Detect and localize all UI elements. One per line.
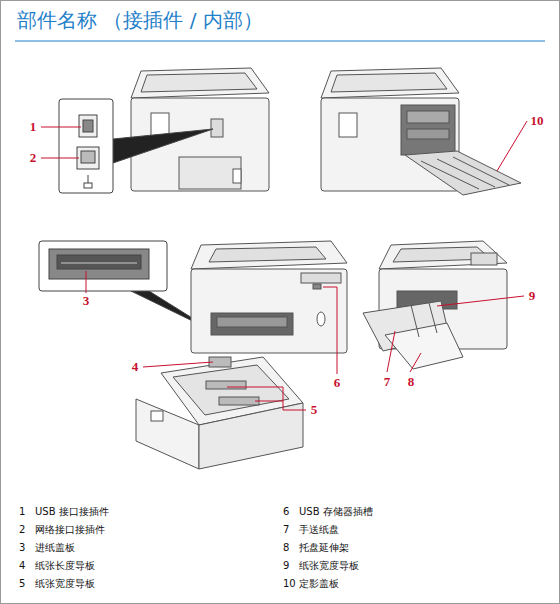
connector-inset xyxy=(59,99,213,193)
printer-rear-open xyxy=(401,105,455,155)
feed-cover-inset xyxy=(49,249,149,279)
connector-inset xyxy=(59,99,113,193)
paper-tray xyxy=(219,397,259,405)
connector-inset xyxy=(88,175,89,183)
printer-front xyxy=(317,312,325,326)
printer-front xyxy=(191,269,347,353)
paper-tray xyxy=(136,357,303,469)
leader-line xyxy=(387,331,395,372)
list-number: 10 xyxy=(283,578,296,589)
part-name: 纸张宽度导板 xyxy=(299,560,359,571)
part-name: 纸张长度导板 xyxy=(35,560,95,571)
leader-line xyxy=(143,362,213,367)
printer-rear xyxy=(233,169,241,183)
paper-tray xyxy=(206,381,246,389)
printer-mp-tray xyxy=(385,323,463,369)
leader-line xyxy=(255,401,283,402)
connector-inset xyxy=(77,147,99,169)
leader-line xyxy=(41,158,79,159)
connector-inset xyxy=(79,115,97,137)
part-name: 定影盖板 xyxy=(299,578,339,589)
printer-mp-tray xyxy=(363,241,507,369)
part-name: USB 接口接插件 xyxy=(35,506,109,517)
callout-number: 5 xyxy=(311,403,318,417)
part-name: 手送纸盘 xyxy=(299,524,339,535)
callout-number: 3 xyxy=(83,294,90,308)
printer-rear-open xyxy=(321,68,521,195)
printer-mp-tray xyxy=(429,303,437,333)
printer-rear xyxy=(179,157,241,189)
printer-rear xyxy=(211,119,223,137)
printer-rear-open xyxy=(321,68,459,98)
paper-tray xyxy=(136,399,199,469)
callout-number: 8 xyxy=(408,375,415,389)
connector-inset xyxy=(81,151,95,163)
leader-line xyxy=(227,387,306,410)
list-number: 4 xyxy=(19,560,25,571)
printer-mp-tray xyxy=(411,305,419,337)
part-name: 托盘延伸架 xyxy=(299,542,349,553)
connector-inset xyxy=(84,183,92,188)
printer-rear-open xyxy=(407,111,449,123)
printer-rear-open xyxy=(331,73,447,92)
printer-front xyxy=(191,241,347,353)
title-rule xyxy=(15,41,545,42)
list-number: 3 xyxy=(19,542,25,553)
part-name: USB 存储器插槽 xyxy=(299,506,373,517)
list-number: 1 xyxy=(19,506,25,517)
leader-line xyxy=(41,127,81,128)
printer-rear-open xyxy=(339,113,357,137)
callout-number: 9 xyxy=(529,289,536,303)
paper-tray xyxy=(199,403,303,469)
printer-rear-open xyxy=(407,129,449,139)
leader-line xyxy=(497,121,527,171)
callout-number: 6 xyxy=(334,376,341,390)
printer-front xyxy=(217,317,287,327)
callout-number: 1 xyxy=(30,120,37,134)
feed-cover-inset xyxy=(57,255,141,269)
printer-front xyxy=(301,273,341,283)
paper-tray xyxy=(173,365,289,415)
feed-cover-inset xyxy=(39,241,213,331)
printer-rear xyxy=(131,68,269,98)
feed-cover-inset xyxy=(61,263,137,264)
leader-line xyxy=(437,296,524,306)
printer-rear-open xyxy=(453,157,509,185)
leader-line xyxy=(323,287,337,374)
printer-rear-open xyxy=(405,151,521,195)
printer-rear xyxy=(141,73,257,92)
list-number: 9 xyxy=(283,560,289,571)
connector-inset xyxy=(83,120,93,132)
leader-line xyxy=(41,121,527,410)
printer-front xyxy=(191,241,347,269)
part-name: 纸张宽度导板 xyxy=(35,578,95,589)
list-number: 6 xyxy=(283,506,289,517)
feed-cover-inset xyxy=(39,241,167,291)
paper-tray xyxy=(151,411,163,421)
printer-mp-tray xyxy=(379,241,507,269)
printer-front xyxy=(211,313,293,335)
callout-number: 10 xyxy=(531,114,544,128)
printer-mp-tray xyxy=(471,253,497,265)
title-rule xyxy=(15,41,545,42)
list-number: 5 xyxy=(19,578,25,589)
callout-number: 4 xyxy=(132,360,139,374)
part-name: 网络接口接插件 xyxy=(35,524,105,535)
leader-line xyxy=(86,271,87,293)
connector-inset xyxy=(113,129,213,163)
leader-line xyxy=(410,353,421,372)
callout-number: 2 xyxy=(30,151,37,165)
part-name: 进纸盖板 xyxy=(35,542,75,553)
list-number: 8 xyxy=(283,542,289,553)
printer-rear xyxy=(131,68,269,191)
printer-front xyxy=(313,284,321,289)
page-title: 部件名称 （接插件 / 内部） xyxy=(17,9,263,31)
printer-front xyxy=(209,247,326,262)
list-number: 2 xyxy=(19,524,25,535)
list-number: 7 xyxy=(283,524,289,535)
callout-number: 7 xyxy=(384,375,391,389)
